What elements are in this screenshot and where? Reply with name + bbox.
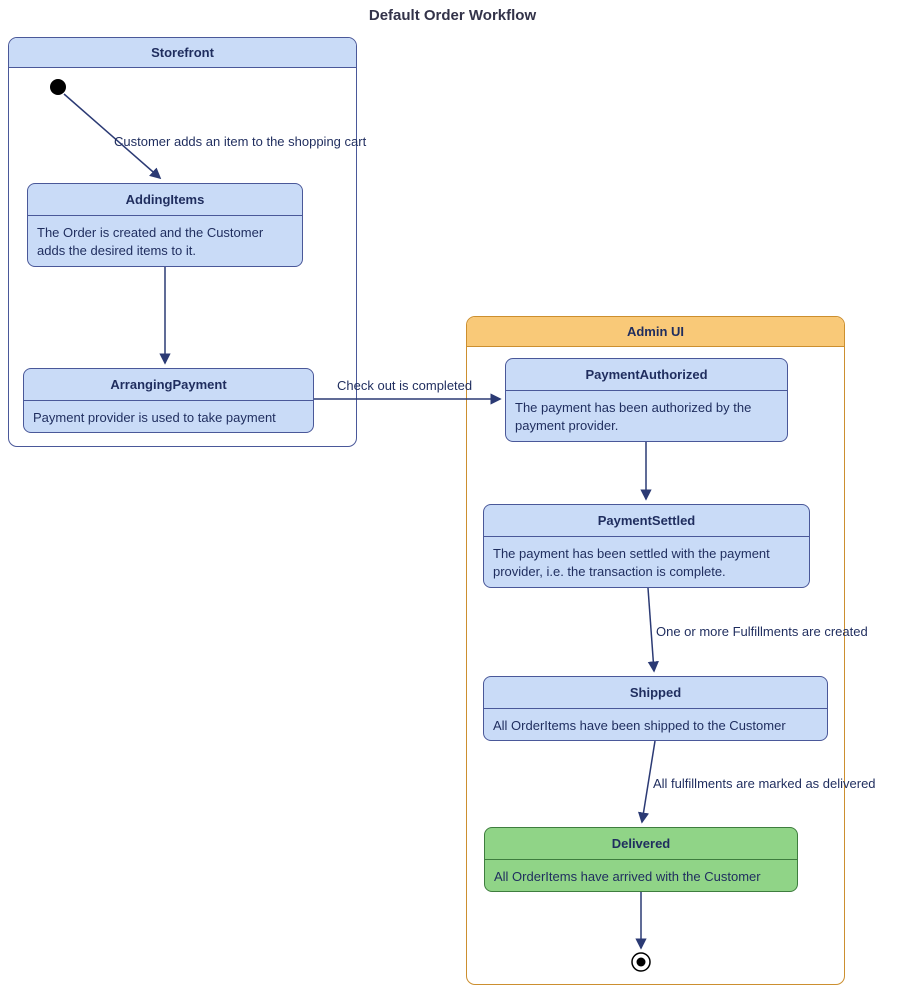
- edge-label-fulfillments-delivered: All fulfillments are marked as delivered: [653, 776, 876, 791]
- edge-label-checkout-completed: Check out is completed: [337, 378, 473, 393]
- state-shipped-title: Shipped: [484, 677, 827, 710]
- edge-label-add-item: Customer adds an item to the shopping ca…: [114, 134, 367, 149]
- state-delivered: Delivered All OrderItems have arrived wi…: [484, 827, 798, 892]
- container-storefront-header: Storefront: [9, 38, 356, 68]
- state-delivered-title: Delivered: [485, 828, 797, 861]
- state-paymentauthorized: PaymentAuthorized The payment has been a…: [505, 358, 788, 442]
- state-delivered-desc: All OrderItems have arrived with the Cus…: [494, 869, 761, 885]
- state-shipped: Shipped All OrderItems have been shipped…: [483, 676, 828, 741]
- state-arrangingpayment-desc: Payment provider is used to take payment: [33, 410, 276, 426]
- state-arrangingpayment-title: ArrangingPayment: [24, 369, 313, 402]
- state-paymentauthorized-title: PaymentAuthorized: [506, 359, 787, 392]
- diagram-title: Default Order Workflow: [368, 7, 537, 24]
- edge-label-fulfillments-created: One or more Fulfillments are created: [656, 624, 868, 639]
- state-paymentauthorized-desc: The payment has been authorized by the p…: [515, 400, 752, 433]
- state-paymentsettled: PaymentSettled The payment has been sett…: [483, 504, 810, 588]
- state-addingitems-desc: The Order is created and the Customer ad…: [37, 225, 264, 258]
- state-arrangingpayment: ArrangingPayment Payment provider is use…: [23, 368, 314, 433]
- container-adminui-header: Admin UI: [467, 317, 844, 347]
- state-paymentsettled-title: PaymentSettled: [484, 505, 809, 538]
- state-addingitems: AddingItems The Order is created and the…: [27, 183, 303, 267]
- state-shipped-desc: All OrderItems have been shipped to the …: [493, 718, 786, 734]
- state-paymentsettled-desc: The payment has been settled with the pa…: [493, 546, 770, 579]
- state-addingitems-title: AddingItems: [28, 184, 302, 217]
